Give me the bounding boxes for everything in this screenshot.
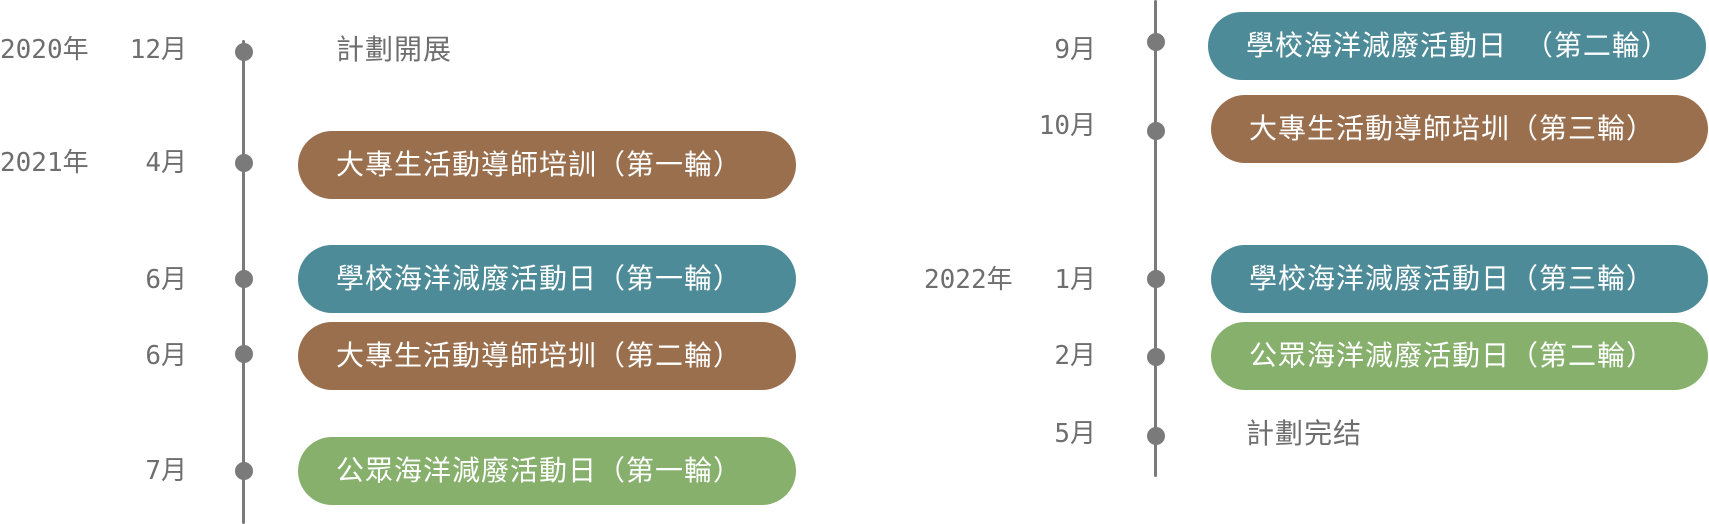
event-pill-public-day-2: 公眾海洋減廢活動日（第二輪）	[1211, 322, 1708, 390]
event-pill-mentor-training-1: 大專生活動導師培訓（第一輪）	[298, 131, 796, 199]
event-pill-mentor-training-2: 大專生活動導師培圳（第二輪）	[298, 322, 796, 390]
month-label: 10月	[1038, 111, 1096, 141]
timeline-dot	[234, 345, 253, 363]
event-label-start: 計劃開展	[336, 33, 453, 66]
event-pill-school-day-1: 學校海洋減廢活動日（第一輪）	[298, 245, 796, 313]
year-label-2021: 2021年	[0, 148, 89, 178]
event-pill-school-day-3: 學校海洋減廢活動日（第三輪）	[1211, 245, 1708, 313]
event-label-end: 計劃完结	[1246, 417, 1363, 450]
right-timeline-axis	[1154, 0, 1157, 477]
month-label: 12月	[129, 35, 187, 65]
month-label: 6月	[145, 341, 187, 371]
timeline-dot	[1146, 270, 1165, 288]
month-label: 4月	[145, 148, 187, 178]
timeline-dot	[234, 43, 253, 61]
timeline-dot	[234, 270, 253, 288]
month-label: 5月	[1054, 419, 1096, 449]
timeline-dot	[234, 154, 253, 172]
year-label-2020: 2020年	[0, 35, 89, 65]
event-pill-public-day-1: 公眾海洋減廢活動日（第一輪）	[298, 437, 796, 505]
event-pill-school-day-2: 學校海洋減廢活動日 （第二輪）	[1208, 12, 1706, 80]
month-label: 2月	[1054, 341, 1096, 371]
timeline-dot	[1146, 427, 1165, 445]
month-label: 6月	[145, 265, 187, 295]
timeline-dot	[1146, 33, 1165, 51]
month-label: 7月	[145, 456, 187, 486]
timeline-dot	[1146, 122, 1165, 140]
month-label: 9月	[1054, 35, 1096, 65]
event-pill-mentor-training-3: 大專生活動導師培圳（第三輪）	[1211, 95, 1708, 163]
month-label: 1月	[1054, 265, 1096, 295]
timeline-dot	[234, 462, 253, 480]
year-label-2022: 2022年	[924, 265, 1013, 295]
timeline-dot	[1146, 348, 1165, 366]
